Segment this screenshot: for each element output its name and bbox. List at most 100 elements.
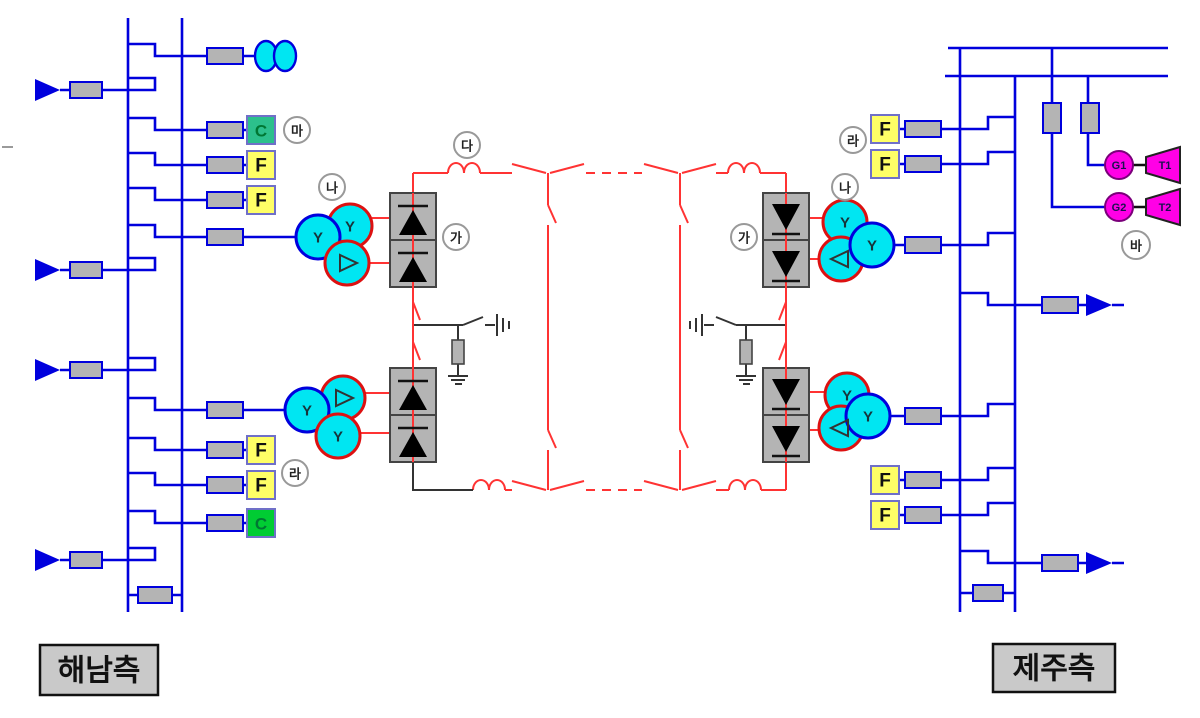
condenser-icon — [253, 39, 298, 73]
thyristor-icons-left — [398, 204, 428, 457]
label-na: 나 — [326, 181, 338, 196]
turbine-t2 — [1145, 187, 1181, 227]
wye-label: Y — [333, 429, 343, 446]
jeju-bus: F F F F — [870, 46, 1168, 612]
generator-g2-label: G2 — [1112, 202, 1127, 214]
haenam-breaker-boxes — [69, 47, 244, 604]
wye-label: Y — [302, 403, 312, 420]
breaker-box — [206, 401, 244, 419]
breaker-box — [69, 81, 103, 99]
filter-label: F — [255, 156, 267, 177]
filter-box — [246, 185, 276, 215]
label-ga: 가 — [450, 231, 462, 246]
neutral-resistor — [451, 339, 465, 365]
thyristor-up-icon — [399, 385, 427, 410]
circled-labels: 마 나 다 가 라 가 나 라 바 — [281, 116, 1151, 487]
valve-through-lines — [412, 193, 787, 462]
line-arrow — [35, 549, 60, 571]
wye-label: Y — [345, 219, 355, 236]
neutral-resistor — [739, 339, 753, 365]
capacitor-box — [246, 115, 276, 145]
breaker-box — [904, 236, 942, 254]
label-circle-ga — [730, 223, 758, 251]
breaker-box — [1080, 102, 1100, 134]
line-arrow — [35, 359, 60, 381]
filter-label: F — [879, 506, 891, 527]
filter-label: F — [879, 471, 891, 492]
breaker-box — [1042, 102, 1062, 134]
thyristor-up-icon — [399, 432, 427, 457]
breaker-box — [206, 441, 244, 459]
bus-coupler-box — [137, 586, 173, 604]
jeju-plate — [991, 642, 1117, 694]
filter-label: F — [879, 155, 891, 176]
capacitor-label: C — [255, 122, 267, 141]
label-da: 다 — [461, 139, 473, 154]
breaker-box — [69, 361, 103, 379]
ground-wiring — [412, 314, 786, 491]
capacitor-label: C — [255, 515, 267, 534]
haenam-plate — [38, 643, 160, 697]
wye-label: Y — [863, 409, 873, 426]
thyristor-icons-right — [772, 204, 800, 458]
jeju-breaker-boxes — [904, 102, 1100, 602]
jeju-plate-label: 제주측 — [1013, 653, 1096, 686]
label-circle-ba — [1121, 230, 1151, 260]
filter-box — [870, 465, 900, 495]
line-arrow — [35, 79, 60, 101]
wye-winding — [848, 221, 896, 269]
breaker-box — [206, 191, 244, 209]
label-circle-da — [453, 131, 481, 159]
generator-g2 — [1104, 192, 1134, 222]
breaker-box — [206, 121, 244, 139]
capacitor-box — [246, 508, 276, 538]
label-ma: 마 — [291, 124, 303, 139]
breaker-box — [69, 551, 103, 569]
filter-box — [870, 500, 900, 530]
filter-label: F — [255, 476, 267, 497]
label-ga: 가 — [738, 231, 750, 246]
breaker-box — [904, 155, 942, 173]
label-circle-na — [318, 173, 346, 201]
filter-box — [870, 149, 900, 179]
haenam-plate-label: 해남측 — [58, 655, 141, 688]
line-arrow — [35, 259, 60, 281]
filter-box — [246, 435, 276, 465]
label-circle-ra — [839, 126, 867, 154]
wye-label: Y — [840, 215, 850, 232]
turbine-t2-label: T2 — [1159, 202, 1172, 214]
station-plates: 해남측 제주측 — [38, 642, 1117, 697]
label-ra: 라 — [847, 134, 859, 149]
converter-transformers: Y Y Y Y Y Y Y Y — [283, 198, 896, 460]
breaker-box — [1041, 554, 1079, 572]
breaker-box — [206, 514, 244, 532]
thyristor-down-icon — [772, 426, 800, 452]
label-circle-ga — [442, 223, 470, 251]
breaker-box — [69, 261, 103, 279]
filter-label: F — [255, 191, 267, 212]
breaker-box — [206, 476, 244, 494]
filter-box — [246, 150, 276, 180]
delta-icon — [335, 388, 356, 408]
wye-label: Y — [842, 388, 852, 405]
breaker-box — [206, 47, 244, 65]
wye-label: Y — [867, 238, 877, 255]
label-ba: 바 — [1130, 239, 1142, 254]
thyristor-down-icon — [772, 251, 800, 277]
label-circle-ma — [283, 116, 311, 144]
filter-box — [246, 470, 276, 500]
generator-g1-label: G1 — [1112, 160, 1127, 172]
wye-winding — [283, 386, 331, 434]
filter-label: F — [879, 120, 891, 141]
thyristor-up-icon — [399, 210, 427, 235]
breaker-box — [206, 156, 244, 174]
turbine-t1 — [1145, 145, 1181, 185]
delta-icon — [828, 418, 849, 438]
breaker-box — [904, 506, 942, 524]
breaker-box — [904, 120, 942, 138]
filter-box — [870, 114, 900, 144]
wye-label: Y — [313, 230, 323, 247]
breaker-box — [1041, 296, 1079, 314]
